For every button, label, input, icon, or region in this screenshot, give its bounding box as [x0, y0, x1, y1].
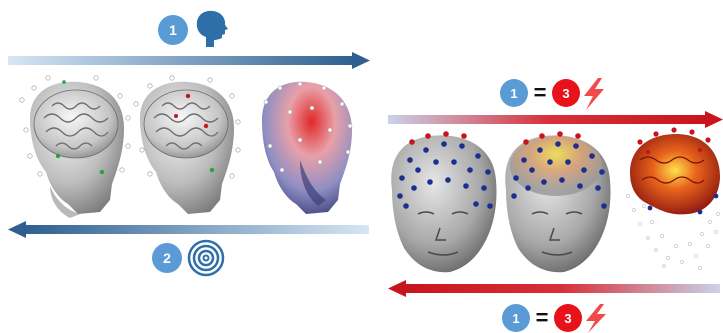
concentric-circles-icon: [189, 241, 223, 275]
face-electrodes-2: [505, 131, 610, 272]
step-2-badge-number: 2: [163, 250, 171, 266]
step-1-badge-right-top-number: 1: [510, 86, 517, 101]
bottom-left-label: 2: [152, 241, 223, 275]
top-left-arrow: [8, 52, 370, 69]
top-right-label: 1 = 3: [500, 78, 604, 110]
step-3-badge-bottom-number: 3: [564, 311, 571, 326]
bottom-left-arrow: [8, 221, 369, 238]
lightning-bolt-icon: [584, 78, 604, 110]
head-brain-mesh-1: [30, 80, 124, 218]
lightning-bolt-icon: [586, 304, 606, 333]
head-brain-mesh-2: [140, 82, 234, 214]
top-right-arrow: [388, 111, 723, 128]
face-electrodes-1: [391, 131, 496, 272]
head-activation-map: [262, 82, 352, 214]
brain-source-map: [626, 127, 720, 269]
step-3-badge-top-number: 3: [562, 86, 569, 101]
bottom-right-label: 1 = 3: [502, 304, 606, 333]
equals-sign-top: =: [534, 80, 547, 105]
equals-sign-bottom: =: [536, 305, 549, 330]
top-left-label: 1: [158, 11, 228, 47]
step-1-badge-right-bottom-number: 1: [512, 311, 519, 326]
bottom-right-arrow: [388, 280, 720, 297]
step-1-badge-number: 1: [169, 22, 177, 38]
head-profile-icon: [197, 11, 228, 47]
